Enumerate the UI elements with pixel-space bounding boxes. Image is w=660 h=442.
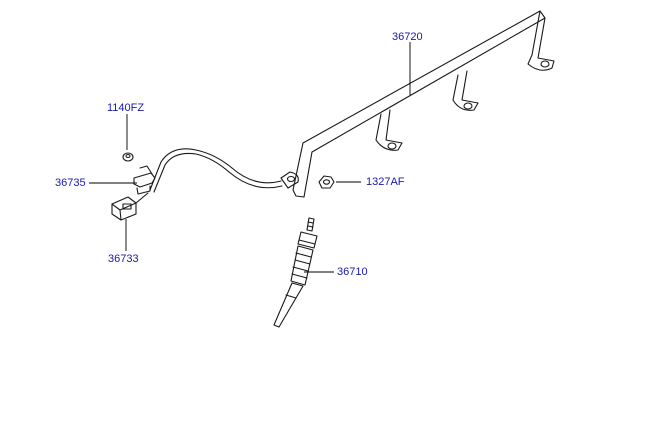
glow-plug[interactable] [273, 217, 318, 328]
label-1327af[interactable]: 1327AF [366, 176, 405, 188]
bus-bar-nut[interactable] [318, 175, 335, 189]
bracket-nut[interactable] [122, 152, 134, 162]
label-36733[interactable]: 36733 [108, 253, 139, 265]
glow-plug-wire[interactable] [149, 148, 283, 193]
label-1140fz[interactable]: 1140FZ [107, 102, 145, 114]
label-36710[interactable]: 36710 [337, 266, 368, 278]
glow-plug-bus-bar[interactable] [280, 10, 555, 198]
label-36720[interactable]: 36720 [392, 31, 423, 43]
wire-clip-bracket[interactable] [133, 165, 156, 195]
wire-connector[interactable] [111, 192, 149, 221]
leader-lines [89, 42, 411, 273]
label-36735[interactable]: 36735 [55, 177, 86, 189]
